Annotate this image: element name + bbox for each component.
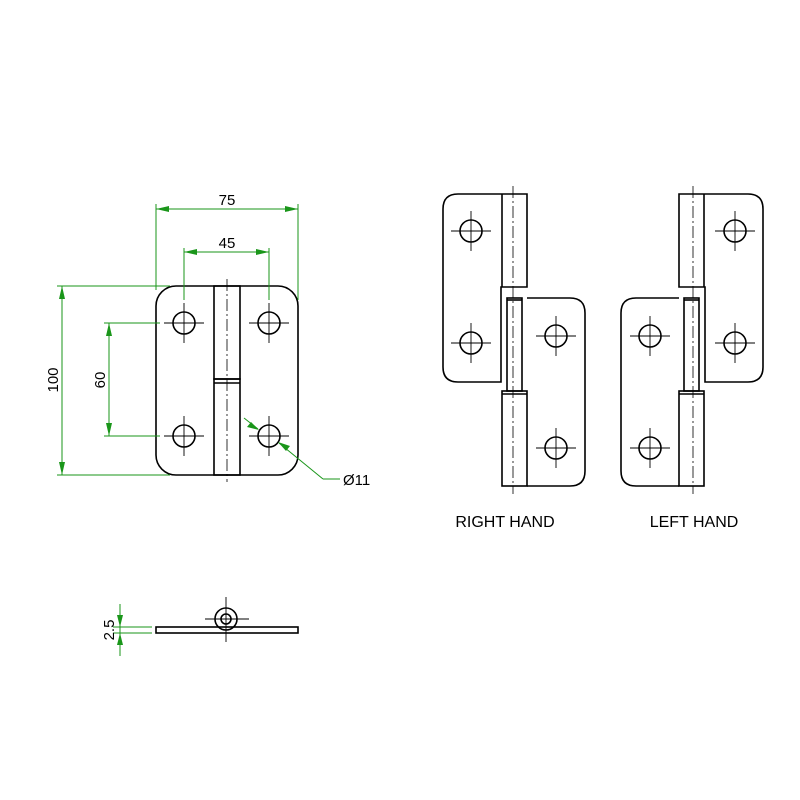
side-view: 2.5 xyxy=(101,597,299,656)
mounting-hole xyxy=(163,415,205,457)
mounting-hole xyxy=(248,302,290,344)
dimension-hole-spacing-horizontal: 45 xyxy=(183,235,270,300)
mounting-hole xyxy=(248,415,290,457)
left-hand-variant: LEFT HAND xyxy=(621,186,763,531)
svg-text:2.5: 2.5 xyxy=(101,620,118,641)
front-view: 75 45 100 60 xyxy=(45,192,370,489)
svg-text:60: 60 xyxy=(92,372,109,389)
dimension-hole-diameter: Ø11 xyxy=(243,417,370,489)
svg-text:100: 100 xyxy=(45,367,62,392)
dimension-thickness: 2.5 xyxy=(101,604,152,656)
dimension-overall-height: 100 xyxy=(45,285,170,476)
svg-text:45: 45 xyxy=(219,235,236,252)
svg-text:75: 75 xyxy=(219,192,236,209)
dimension-hole-spacing-vertical: 60 xyxy=(92,322,160,437)
dimension-overall-width: 75 xyxy=(155,192,299,300)
left-hand-label: LEFT HAND xyxy=(650,514,739,531)
mounting-hole xyxy=(163,302,205,344)
right-hand-variant: RIGHT HAND xyxy=(443,186,585,531)
right-hand-label: RIGHT HAND xyxy=(455,514,554,531)
svg-text:Ø11: Ø11 xyxy=(343,472,370,489)
